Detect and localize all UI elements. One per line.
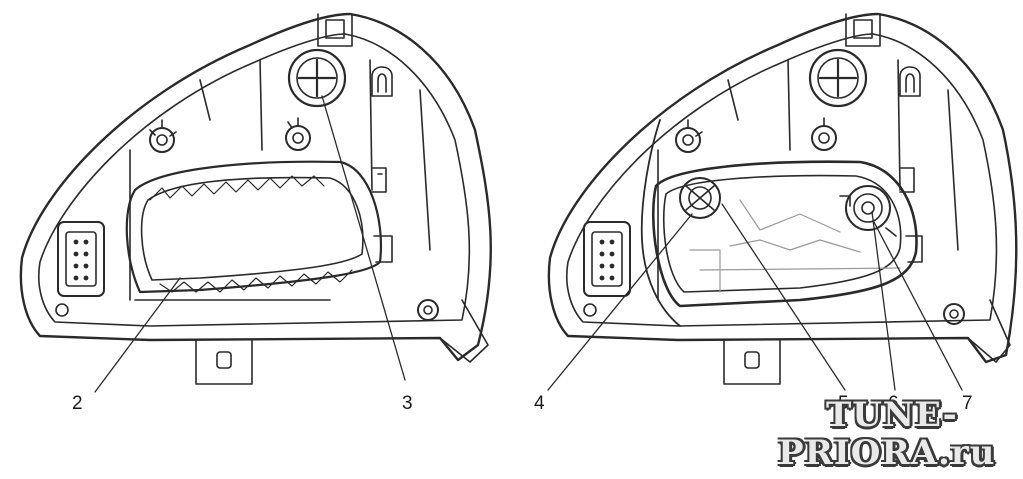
right-side-clip-top [899,167,915,193]
left-clip [371,66,393,97]
right-open-cavity [651,160,918,308]
right-side-flange [967,299,1011,363]
left-panel-lines [129,59,431,301]
right-clip [899,66,921,97]
right-bulb-holder-left [679,177,721,219]
right-housing-inner-rim [565,33,998,327]
left-adjuster-2 [285,117,311,151]
left-headlamp [19,12,492,393]
callout-3: 3 [402,393,413,414]
right-headlamp [547,12,1018,391]
left-screw-br [417,299,439,321]
left-bottom-bracket [195,339,253,385]
right-adjuster-1 [675,119,703,153]
right-screw-bl [583,303,597,317]
callout-4: 4 [534,393,545,414]
watermark-line-2: PRIORA.ru [778,433,996,473]
left-screw-bl [55,303,69,317]
right-screw-br [943,303,965,325]
leader-2 [94,277,181,393]
callout-6: 6 [888,393,899,414]
leader-7 [873,221,963,391]
right-bottom-bracket [723,339,781,385]
left-top-bulb-socket [287,48,347,108]
right-top-tab [845,13,881,47]
right-panel-lines [657,59,959,301]
left-top-tab-slot [325,19,345,39]
watermark-line-1: TUNE- [826,395,958,435]
right-housing-outer [547,12,1018,364]
callout-5: 5 [838,393,849,414]
right-bracket-slot [744,351,760,369]
left-housing-inner-rim [37,33,471,327]
right-wire-harness [640,119,681,327]
left-housing-outer [19,12,492,362]
right-connector [583,221,631,297]
left-side-clip-bottom [373,235,393,263]
left-top-tab [317,13,353,47]
right-bulb-holder-right [839,185,897,237]
left-bracket-slot [216,351,232,369]
left-adjuster-1 [149,119,177,153]
leader-5 [721,203,846,391]
right-adjuster-2 [811,117,837,151]
leader-6 [871,211,896,391]
left-connector [57,221,105,297]
left-cover [125,160,382,294]
left-side-clip-top [371,167,387,193]
leader-4 [547,213,693,391]
callout-2: 2 [72,393,83,414]
callout-7: 7 [962,393,973,414]
right-side-clip-bottom [905,235,923,263]
right-top-bulb-socket [808,48,868,108]
leader-3 [321,95,406,381]
right-top-tab-slot [853,19,873,39]
left-side-flange [439,299,489,363]
